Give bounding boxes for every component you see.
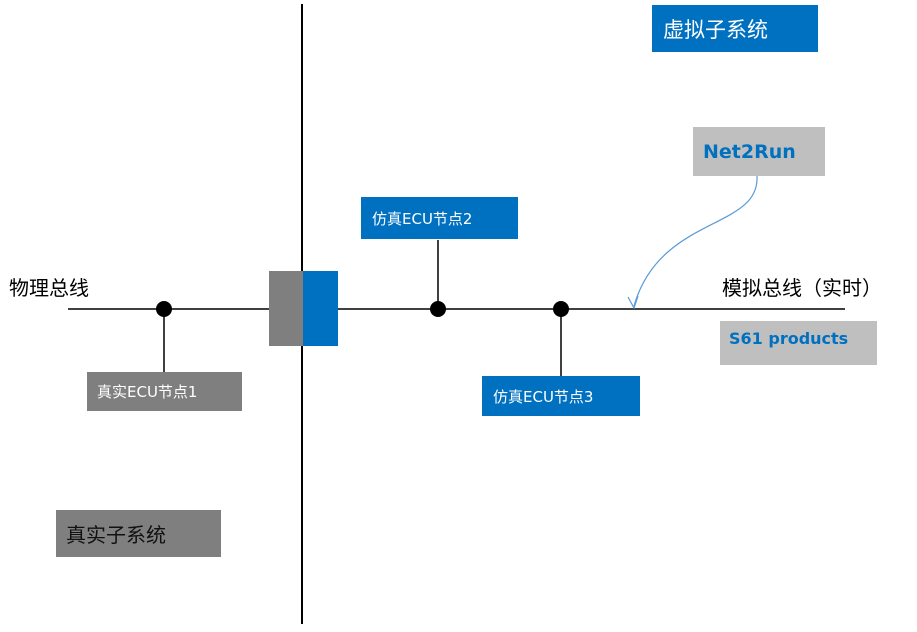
net2run-arrowhead xyxy=(627,295,639,310)
gateway-virtual-side xyxy=(303,271,338,346)
node2-dot xyxy=(430,301,446,317)
real-ecu-node-1-label: 真实ECU节点1 xyxy=(87,372,242,411)
net2run-label: Net2Run xyxy=(693,127,825,176)
virtual-subsystem-label: 虚拟子系统 xyxy=(652,5,818,52)
gateway-real-side xyxy=(269,271,303,346)
node1-dot xyxy=(156,301,172,317)
node3-dot xyxy=(553,301,569,317)
sim-ecu-node-3-label: 仿真ECU节点3 xyxy=(482,376,640,416)
net2run-arrow xyxy=(633,175,758,307)
real-subsystem-label: 真实子系统 xyxy=(56,510,221,557)
physical-bus-label: 物理总线 xyxy=(9,276,89,300)
sim-ecu-node-2-label: 仿真ECU节点2 xyxy=(361,197,518,239)
s61-products-label: S61 products xyxy=(720,321,877,365)
simulated-bus-label: 模拟总线（实时） xyxy=(722,276,882,300)
